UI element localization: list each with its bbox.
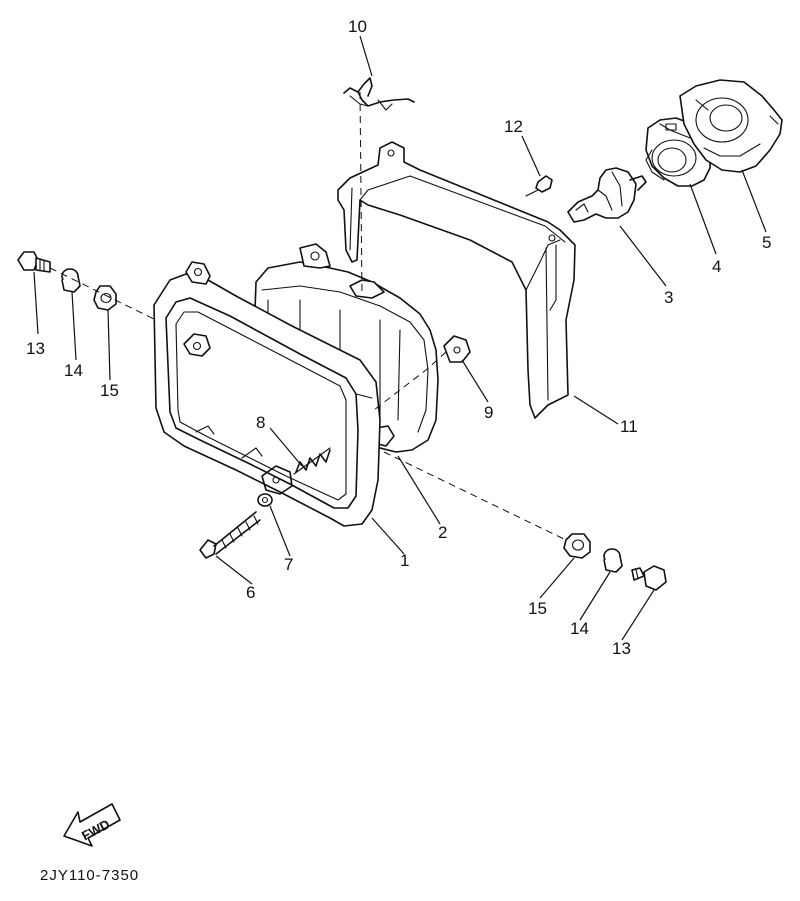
callout-labels: 10 12 3 4 5 13 14 15 9 11 8 2 1 7 6 15 1… [26, 17, 771, 658]
headlight-bracket [337, 141, 576, 419]
adjusting-screw [199, 511, 261, 559]
callout-6: 6 [246, 583, 255, 602]
bolt-right [631, 565, 667, 591]
small-screw [525, 175, 553, 197]
callout-14-right: 14 [570, 619, 589, 638]
spring-clip [343, 77, 415, 111]
nut-clip [443, 335, 471, 363]
leader-lines [33, 35, 767, 641]
headlight-rim [153, 261, 381, 527]
callout-14-left: 14 [64, 361, 83, 380]
rubber-cap [679, 79, 783, 173]
callout-1: 1 [400, 551, 409, 570]
adjuster-spring [293, 447, 331, 475]
callout-2: 2 [438, 523, 447, 542]
callout-9: 9 [484, 403, 493, 422]
drawing-code: 2JY110-7350 [40, 867, 139, 884]
callout-13-left: 13 [26, 339, 45, 358]
callout-7: 7 [284, 555, 293, 574]
adjuster-nut [257, 493, 273, 507]
assembly-lines [49, 91, 567, 541]
headlight-bulb [567, 167, 647, 223]
grommet-right [563, 533, 591, 559]
callout-8: 8 [256, 413, 265, 432]
callout-10: 10 [348, 17, 367, 36]
callout-15-left: 15 [100, 381, 119, 400]
callout-11: 11 [620, 417, 638, 436]
callout-3: 3 [664, 288, 673, 307]
callout-4: 4 [712, 257, 721, 276]
collar-right [603, 548, 623, 573]
bolt-left [17, 251, 51, 273]
grommet-left [93, 285, 117, 311]
callout-15-right: 15 [528, 599, 547, 618]
callout-5: 5 [762, 233, 771, 252]
callout-12: 12 [504, 117, 523, 136]
callout-13-right: 13 [612, 639, 631, 658]
collar-left [61, 268, 81, 293]
fwd-arrow-icon: FWD [63, 803, 121, 847]
